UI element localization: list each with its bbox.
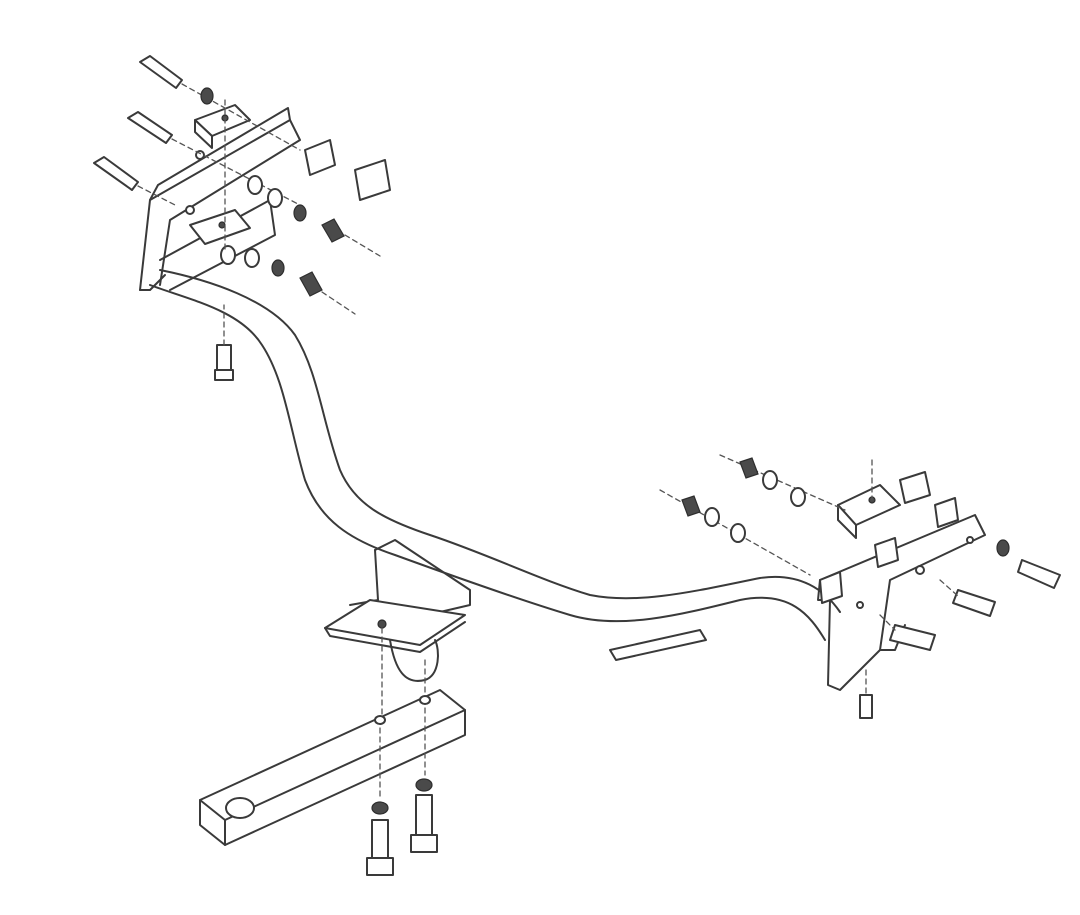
drawbar-bolts bbox=[366, 778, 438, 876]
receiver-saddle bbox=[324, 539, 471, 721]
fasteners-left bbox=[93, 55, 381, 381]
bracket-right bbox=[817, 471, 986, 691]
crossbar-tube bbox=[149, 269, 841, 661]
drawbar bbox=[199, 689, 466, 846]
fasteners-right bbox=[659, 454, 1061, 719]
bracket-left bbox=[139, 104, 391, 291]
